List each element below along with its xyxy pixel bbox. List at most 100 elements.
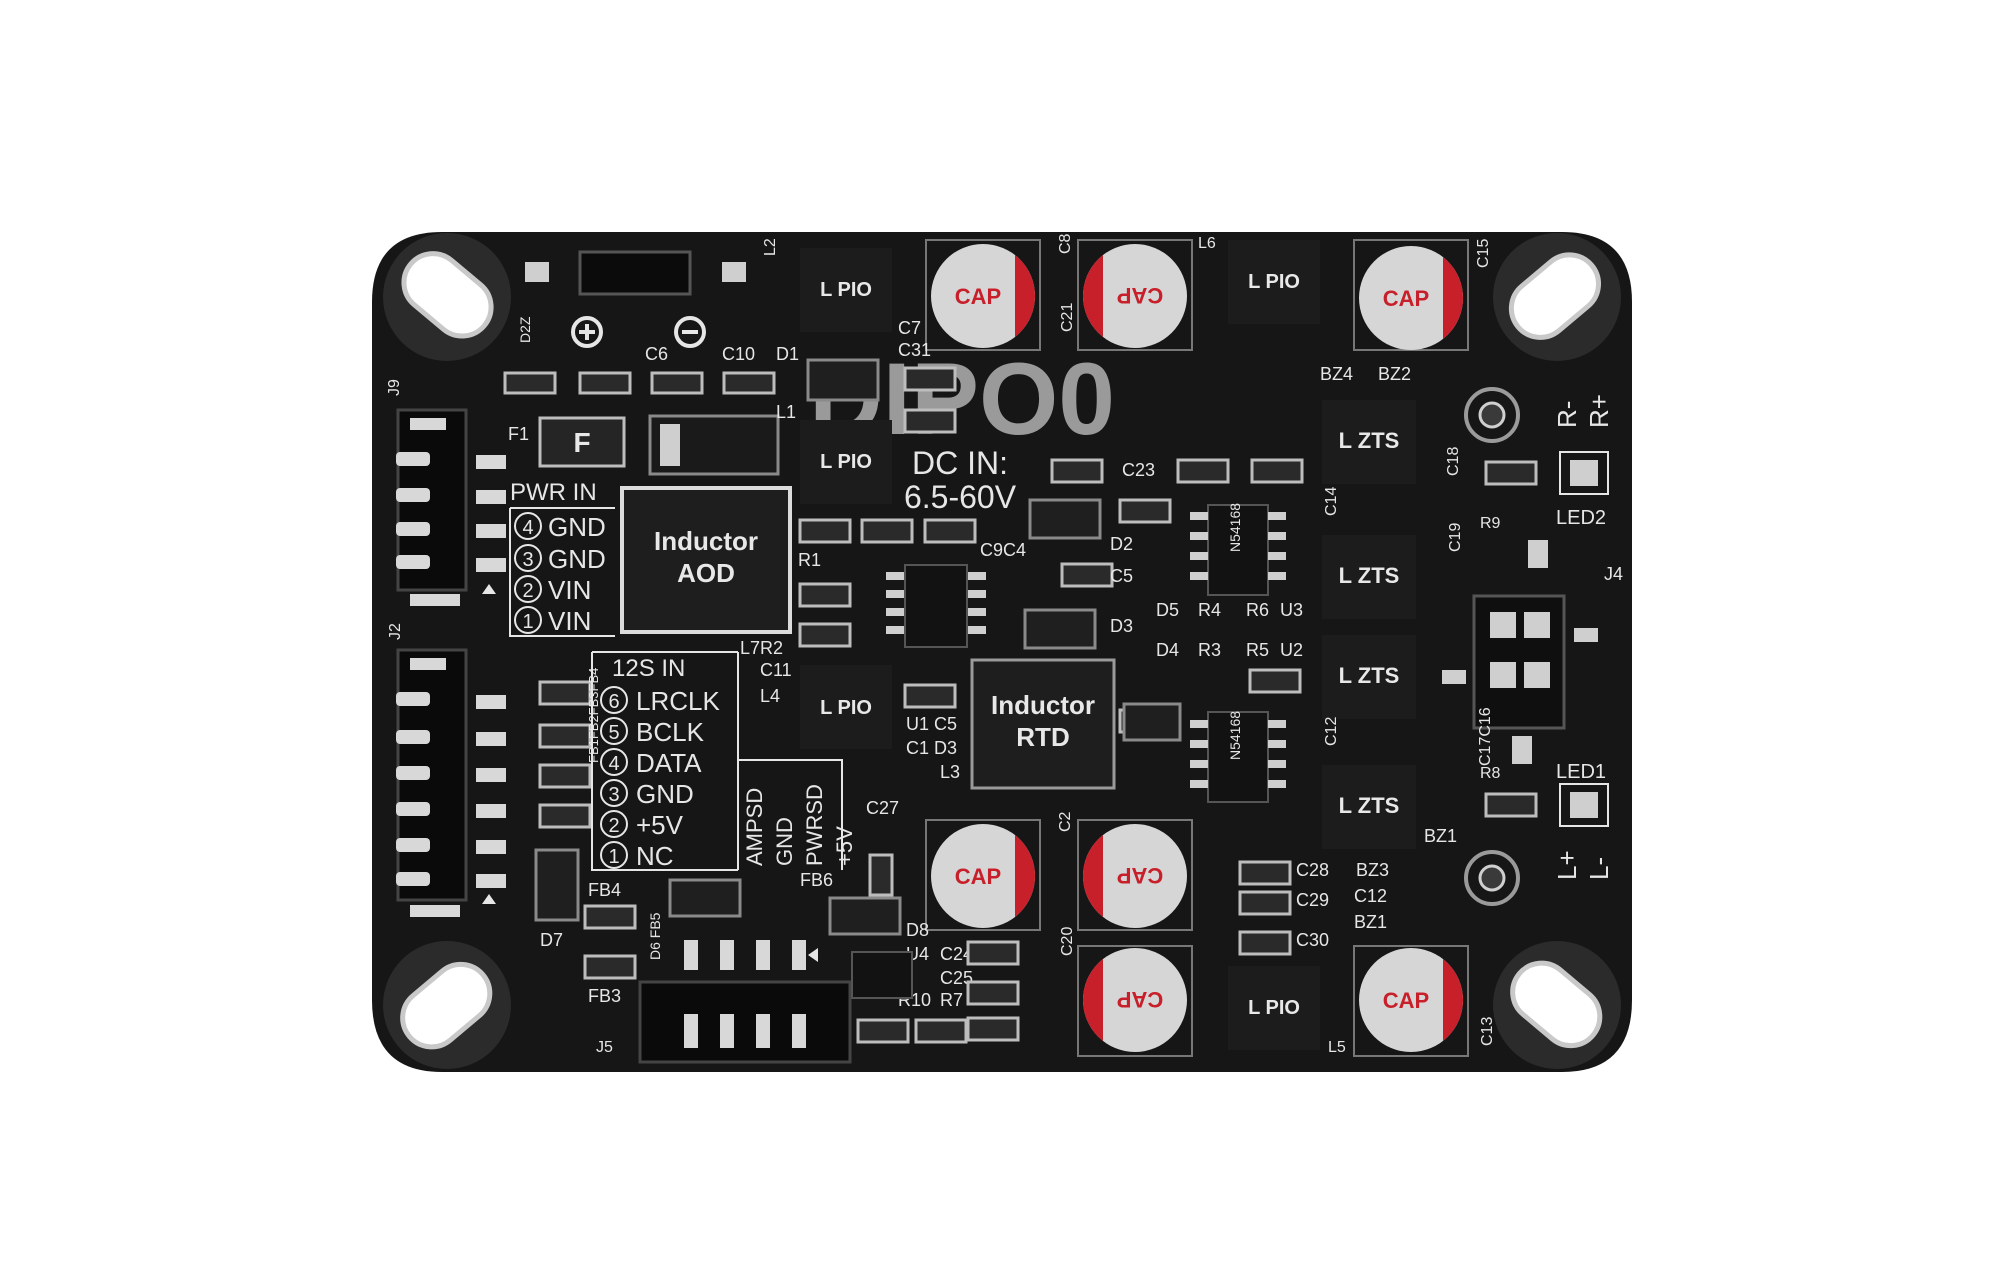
cap-bottom-2: CAP [1353,945,1469,1057]
connector-j2[interactable] [396,648,506,917]
label-c10: C10 [722,344,755,364]
svg-text:D4: D4 [1156,640,1179,660]
plus-terminal-icon [571,316,603,348]
svg-text:R3: R3 [1198,640,1221,660]
svg-text:C8: C8 [1057,233,1074,254]
mounting-hole-top-right [1493,233,1621,361]
svg-text:C23: C23 [1122,460,1155,480]
label-fb3: FB3 [588,986,621,1006]
pwr-in-pin-2: 2 VIN [514,575,591,605]
svg-text:L PIO: L PIO [1248,997,1300,1019]
pin1-marker-j9 [482,584,496,594]
svg-text:N54168: N54168 [1227,503,1243,552]
pwr-in-title: PWR IN [510,479,597,506]
svg-text:R8: R8 [1480,765,1501,782]
svg-text:C21: C21 [1059,303,1076,332]
lpio-center: L PIO [800,665,892,749]
i2s-pin-4: 4 DATA [600,748,702,778]
svg-text:5: 5 [608,722,619,744]
diode-rtd-right [1122,702,1182,742]
svg-text:R4: R4 [1198,600,1221,620]
svg-text:CAP: CAP [955,864,1001,889]
svg-text:FB6: FB6 [800,870,833,890]
svg-text:R5: R5 [1246,640,1269,660]
svg-text:L ZTS: L ZTS [1339,793,1400,818]
svg-text:U2: U2 [1280,640,1303,660]
svg-text:R6: R6 [1246,600,1269,620]
svg-text:R9: R9 [1480,515,1501,532]
svg-text:C5: C5 [1110,566,1133,586]
j5-pin-gnd: GND [772,817,797,866]
cap-mid-1: CAP [925,819,1041,931]
j5-pin-pwrsd: PWRSD [802,784,827,866]
terminal-bottom-right[interactable] [1464,850,1520,906]
lpio-top-left: L PIO [800,248,892,332]
output-l-plus: L+ [1552,850,1582,880]
r8-part [1484,792,1538,818]
label-l1: L1 [776,402,796,422]
lpio-top-right: L PIO [1228,240,1320,324]
svg-text:C11: C11 [760,660,792,680]
lzts-4: L ZTS [1322,765,1416,849]
svg-text:C13: C13 [1479,1017,1496,1046]
svg-text:GND: GND [548,512,606,542]
svg-text:CAP: CAP [1383,988,1429,1013]
inductor-l1-pad [660,424,680,466]
svg-text:C14: C14 [1323,487,1340,516]
led1 [1559,783,1609,827]
svg-text:C2: C2 [1057,811,1074,832]
pin1-marker-j5 [808,948,818,962]
tactile-switch [578,250,692,296]
smd-cluster-bottom [851,860,1292,1044]
svg-text:VIN: VIN [548,575,591,605]
connector-j9[interactable] [396,408,506,606]
svg-text:D3: D3 [1110,616,1133,636]
svg-text:1: 1 [522,611,533,633]
ic-u-left [886,564,986,648]
svg-text:4: 4 [522,517,533,539]
svg-text:L5: L5 [1328,1039,1346,1056]
svg-text:VIN: VIN [548,606,591,636]
svg-text:4: 4 [608,753,619,775]
cap-bottom-1: CAP [1077,945,1193,1057]
mounting-hole-bottom-right [1493,941,1621,1069]
svg-text:C18: C18 [1445,447,1462,476]
pin1-marker-j2 [482,894,496,904]
svg-text:N54168: N54168 [1227,711,1243,760]
i2s-pin-6: 6 LRCLK [600,686,720,716]
svg-text:CAP: CAP [1383,286,1429,311]
label-c6: C6 [645,344,668,364]
svg-text:BZ1: BZ1 [1424,826,1457,846]
svg-text:C12: C12 [1354,886,1387,906]
connector-j5[interactable] [638,940,852,1064]
pwr-in-pin-3: 3 GND [514,544,606,574]
cap-top-2: CAP [1077,239,1193,351]
svg-text:C24: C24 [940,944,973,964]
svg-text:C28: C28 [1296,860,1329,880]
svg-text:U1 C5: U1 C5 [906,714,957,734]
inductor-rtd: Inductor RTD [970,658,1116,790]
smd-cluster-center [798,366,1304,897]
svg-text:C27: C27 [866,798,899,818]
connector-j4[interactable] [1442,540,1598,764]
mounting-hole-top-left [383,233,511,361]
label-led2: LED2 [1556,507,1606,529]
output-r-plus: R+ [1584,394,1614,428]
svg-text:D2: D2 [1110,534,1133,554]
svg-text:BZ2: BZ2 [1378,364,1411,384]
svg-text:L3: L3 [940,762,960,782]
svg-text:C31: C31 [898,340,931,360]
svg-text:U3: U3 [1280,600,1303,620]
svg-text:L PIO: L PIO [820,451,872,473]
terminal-top-right[interactable] [1464,387,1520,443]
led2 [1559,451,1609,495]
svg-text:L4: L4 [760,686,780,706]
svg-text:RTD: RTD [1016,722,1069,752]
svg-text:AOD: AOD [677,558,735,588]
svg-text:D5: D5 [1156,600,1179,620]
svg-text:C25: C25 [940,968,973,988]
svg-text:C20: C20 [1059,927,1076,956]
svg-text:NC: NC [636,841,674,871]
svg-text:L6: L6 [1198,235,1216,252]
diode-d8 [828,896,902,936]
